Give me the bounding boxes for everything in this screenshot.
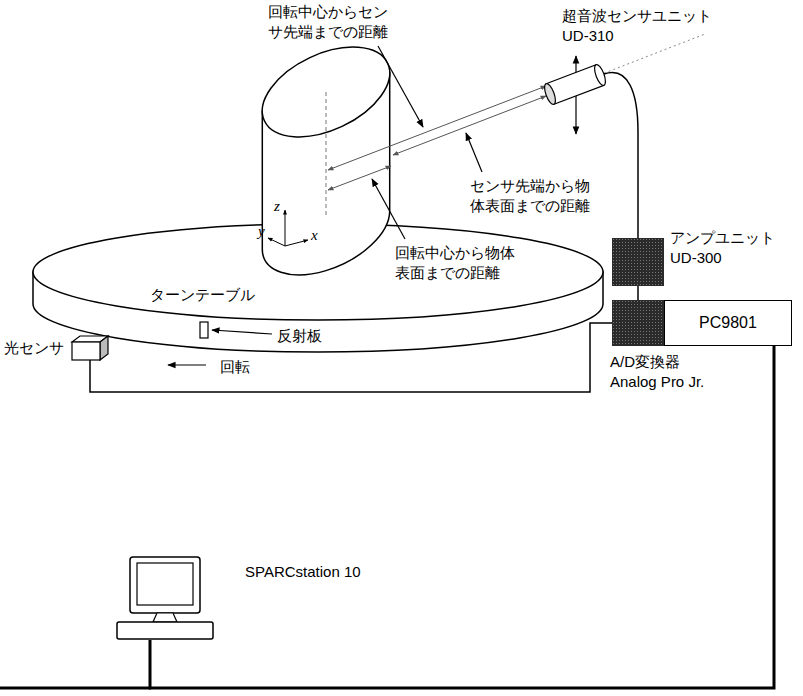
distance-label: 回転中心から物体表面までの距離 xyxy=(395,243,515,282)
rotation-axis xyxy=(326,92,327,215)
axis-label: z xyxy=(274,197,280,217)
node-label: 光センサ xyxy=(4,338,67,358)
leader-line xyxy=(378,46,423,127)
axis-label-holder: y xyxy=(258,222,265,242)
signal-wire xyxy=(90,323,612,392)
sensor-tip xyxy=(542,82,557,105)
sensor-front xyxy=(72,342,100,360)
part-label-holder: ターンテーブル xyxy=(150,285,255,305)
sensor-end xyxy=(592,63,607,86)
axis-label-holder: z xyxy=(274,197,280,217)
motion-label-holder: 回転 xyxy=(220,357,250,377)
sensor-cable xyxy=(604,73,638,132)
signal-wire xyxy=(150,346,774,688)
distance-label-holder: センサ先端から物体表面までの距離 xyxy=(470,176,590,215)
workstation-base xyxy=(117,622,213,639)
part-label: 反射板 xyxy=(277,326,322,346)
axis-label: y xyxy=(258,222,265,242)
leader-line xyxy=(212,330,272,334)
monitor-stand xyxy=(153,613,177,622)
pc-box: PC9801 xyxy=(664,300,792,346)
node-label: PC9801 xyxy=(699,313,757,334)
distance-line xyxy=(393,96,546,155)
leader-line xyxy=(372,179,405,239)
z-axis xyxy=(285,210,286,246)
y-axis xyxy=(268,238,285,246)
axis-label: x xyxy=(311,226,318,246)
sensor-unit: 超音波センサユニット UD-310 xyxy=(540,4,718,132)
distance-label: センサ先端から物体表面までの距離 xyxy=(470,176,590,215)
axis-label-holder: x xyxy=(311,226,318,246)
distance-line xyxy=(328,166,391,190)
reflector-plate xyxy=(200,322,208,338)
node-label: 超音波センサユニット UD-310 xyxy=(562,6,721,45)
distance-label-holder: 回転中心からセンサ先端までの距離 xyxy=(268,2,388,41)
signal-wire xyxy=(637,286,639,300)
part-label: ターンテーブル xyxy=(150,285,255,305)
ad-converter: A/D変換器 Analog Pro Jr. xyxy=(612,300,664,346)
leader-line xyxy=(466,133,482,172)
optical-sensor: 光センサ xyxy=(72,336,108,360)
distance-label: 回転中心からセンサ先端までの距離 xyxy=(268,2,388,41)
distance-line xyxy=(328,86,546,170)
node-label: A/D変換器 Analog Pro Jr. xyxy=(610,352,722,391)
signal-wire xyxy=(637,132,639,238)
node-label: SPARCstation 10 xyxy=(245,562,345,582)
monitor-screen xyxy=(137,563,193,605)
sensor-side xyxy=(100,336,108,360)
rotation-arrow xyxy=(168,364,206,365)
x-axis xyxy=(285,240,308,246)
workstation: SPARCstation 10 xyxy=(115,556,215,640)
workstation-shape xyxy=(115,556,215,640)
node-label: アンプユニット UD-300 xyxy=(670,228,783,267)
network-bus xyxy=(0,687,151,690)
distance-label-holder: 回転中心から物体表面までの距離 xyxy=(395,243,515,282)
amp-unit: アンプユニット UD-300 xyxy=(612,238,664,286)
monitor-case xyxy=(130,557,200,613)
motion-label: 回転 xyxy=(220,357,250,377)
optical-sensor-shape xyxy=(72,336,108,360)
part-label-holder: 反射板 xyxy=(277,326,322,346)
